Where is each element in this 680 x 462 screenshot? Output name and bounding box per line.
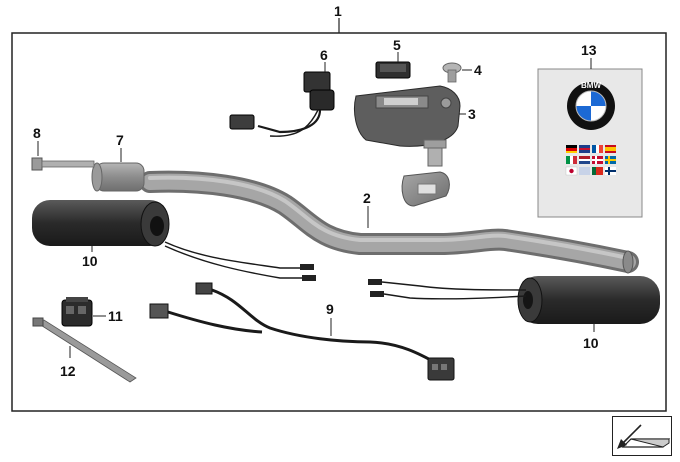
cn-flag [579,167,590,175]
view-direction-box [612,416,672,456]
left-heated-grip [32,200,170,247]
callout-9: 9 [326,301,334,317]
callout-10b: 10 [583,335,599,351]
fr-flag [592,145,603,153]
right-grip-connector-b [370,291,384,297]
bmw-logo-text: BMW [581,81,601,90]
heated-grip-switch [375,61,411,79]
callout-10a: 10 [82,253,98,269]
right-heated-grip [517,276,660,324]
connector-housing [61,297,93,327]
callout-11: 11 [108,308,123,324]
callout-8: 8 [33,125,41,141]
callout-7: 7 [116,132,124,148]
callout-3: 3 [468,106,476,122]
callout-12: 12 [60,363,76,379]
it-flag [566,156,577,164]
left-grip-connector-b [302,275,316,281]
bar-end-bolt [31,157,95,171]
language-flags [565,145,616,176]
switch-holder [353,85,461,147]
switch-cable [229,71,335,137]
callout-1: 1 [334,3,342,19]
wiring-harness [149,282,455,381]
callout-13: 13 [581,42,597,58]
callout-4: 4 [474,62,482,78]
cable-tie [32,317,137,383]
handlebar [139,170,639,274]
bar-end-sleeve [91,162,145,192]
left-grip-cable [164,241,302,279]
holder-screw [442,62,462,83]
callout-6: 6 [320,47,328,63]
callout-5: 5 [393,37,401,53]
instruction-manual: BMW [537,68,643,218]
right-grip-cable [381,281,527,300]
holder-clamp [401,139,450,207]
right-grip-connector-a [368,279,382,285]
callout-2: 2 [363,190,371,206]
pt-flag [592,167,603,175]
left-grip-connector-a [300,264,314,270]
bmw-logo: BMW [567,81,615,130]
view-direction-arrow-icon [617,424,671,449]
nl-flag [579,156,590,164]
